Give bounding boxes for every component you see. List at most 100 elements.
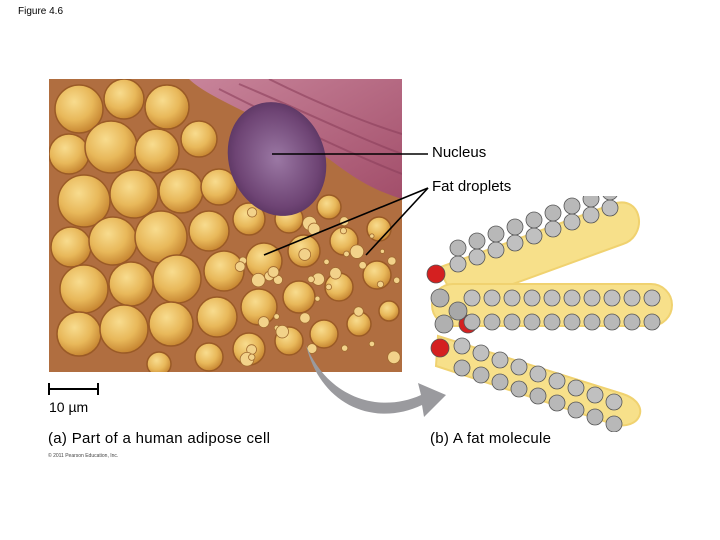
fat-droplet xyxy=(194,342,224,372)
small-droplet xyxy=(248,353,256,361)
fat-droplet xyxy=(378,300,400,322)
carbon-atom xyxy=(567,401,585,419)
fat-droplet xyxy=(316,194,342,220)
carbon-atom xyxy=(523,313,541,331)
carbon-atom xyxy=(563,289,581,307)
carbon-atom xyxy=(510,358,528,376)
chain-halo-top xyxy=(436,201,640,306)
small-droplet xyxy=(369,233,375,239)
carbon-atom xyxy=(603,289,621,307)
carbon-atom xyxy=(506,218,524,236)
carbon-atom xyxy=(463,289,481,307)
carbon-atom xyxy=(605,415,623,432)
fat-droplet xyxy=(203,250,245,292)
carbon-atom xyxy=(449,239,467,257)
carbon-atom xyxy=(563,197,581,215)
small-droplet xyxy=(393,276,401,284)
fat-droplet xyxy=(49,133,90,175)
fat-droplet xyxy=(309,319,339,349)
small-droplet xyxy=(387,256,397,266)
fat-droplet xyxy=(56,311,102,357)
carbon-atom xyxy=(529,365,547,383)
carbon-atom xyxy=(503,289,521,307)
carbon-atom xyxy=(430,288,450,308)
small-droplet xyxy=(307,275,315,284)
small-droplet xyxy=(349,244,365,259)
small-droplet xyxy=(298,248,312,261)
small-droplet xyxy=(343,250,350,258)
carbon-atom xyxy=(563,213,581,231)
small-droplet xyxy=(267,266,280,278)
copyright-notice: © 2011 Pearson Education, Inc. xyxy=(48,453,119,459)
carbon-atom xyxy=(567,379,585,397)
fat-droplet xyxy=(88,216,138,266)
fat-droplet xyxy=(188,210,230,252)
carbon-atom xyxy=(605,393,623,411)
fat-droplet xyxy=(200,168,238,206)
carbon-atom xyxy=(491,373,509,391)
fat-droplet xyxy=(84,120,138,174)
carbon-atom xyxy=(529,387,547,405)
small-droplet xyxy=(341,344,349,352)
adipose-micrograph xyxy=(49,79,402,372)
carbon-atom xyxy=(472,366,490,384)
small-droplet xyxy=(325,283,332,291)
small-droplet xyxy=(247,207,258,218)
carbon-atom xyxy=(544,204,562,222)
carbon-atom xyxy=(483,313,501,331)
carbon-atom xyxy=(483,289,501,307)
oxygen-atom xyxy=(426,264,446,284)
figure-label: Figure 4.6 xyxy=(18,6,64,17)
small-droplet xyxy=(353,306,364,317)
carbon-atom xyxy=(543,313,561,331)
carbon-atom xyxy=(643,289,661,307)
small-droplet xyxy=(376,280,385,288)
carbon-atom xyxy=(487,241,505,259)
fat-droplet xyxy=(196,296,238,338)
fat-droplet xyxy=(103,79,145,120)
transition-arrow xyxy=(306,345,446,417)
fat-droplet xyxy=(158,168,204,214)
caption-a: (a) Part of a human adipose cell xyxy=(48,430,271,447)
carbon-atom xyxy=(603,313,621,331)
fat-molecule-model xyxy=(426,196,673,432)
carbon-atom xyxy=(586,386,604,404)
carbon-atom xyxy=(582,196,600,208)
fat-droplet xyxy=(282,280,316,314)
small-droplet xyxy=(275,324,289,339)
carbon-atom xyxy=(449,255,467,273)
carbon-atom xyxy=(543,289,561,307)
carbon-atom xyxy=(602,196,618,201)
small-droplet xyxy=(323,258,330,266)
fat-droplets-group xyxy=(49,79,401,372)
carbon-atom xyxy=(506,234,524,252)
small-droplet xyxy=(339,216,350,227)
caption-b: (b) A fat molecule xyxy=(430,430,552,447)
fat-droplets-label: Fat droplets xyxy=(432,178,512,195)
carbon-atom xyxy=(623,289,641,307)
small-droplet xyxy=(387,350,401,364)
fat-droplet xyxy=(59,264,109,314)
carbon-atom xyxy=(583,313,601,331)
carbon-atom xyxy=(548,372,566,390)
atoms-group xyxy=(426,196,661,432)
carbon-atom xyxy=(643,313,661,331)
carbon-atom xyxy=(434,314,454,334)
fat-droplet xyxy=(99,304,149,354)
fat-droplet xyxy=(109,169,159,219)
small-droplet xyxy=(314,295,321,302)
arrow-body xyxy=(306,345,446,417)
carbon-atom xyxy=(544,220,562,238)
small-droplet xyxy=(307,222,321,236)
carbon-atom xyxy=(463,313,481,331)
small-droplet xyxy=(329,267,342,280)
nucleus-label: Nucleus xyxy=(432,144,487,161)
small-droplet xyxy=(273,313,280,320)
small-droplet xyxy=(234,261,246,272)
fat-droplet xyxy=(180,120,218,158)
small-droplet xyxy=(379,248,385,254)
small-droplet xyxy=(299,312,311,324)
carbon-atom xyxy=(468,232,486,250)
small-droplet xyxy=(368,340,376,348)
fat-droplet xyxy=(57,174,111,228)
